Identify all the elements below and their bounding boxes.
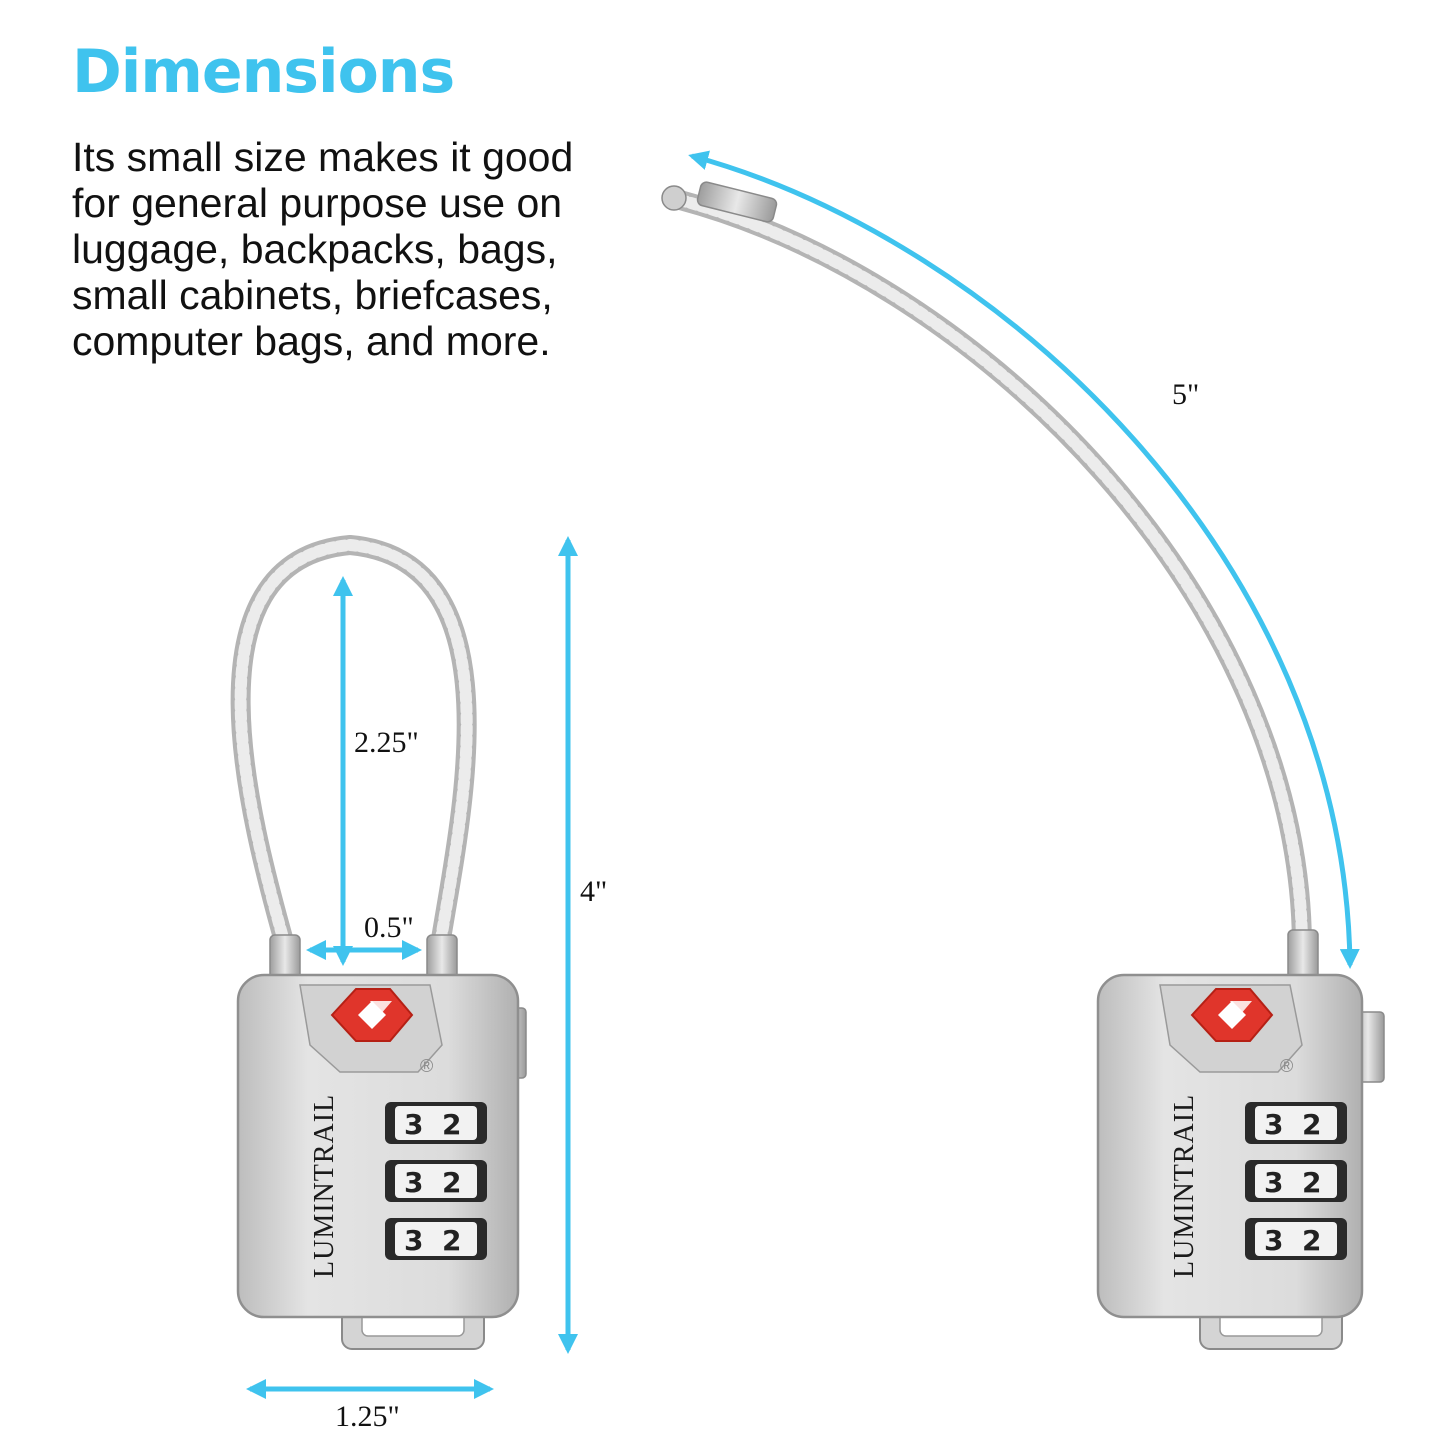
registered-mark: ® [420,1056,433,1076]
dial-digit: 2 [1302,1166,1321,1199]
dial-digit: 2 [442,1224,461,1257]
cable-gap-label: 0.5" [364,911,414,944]
dial-digit: 3 [1264,1166,1283,1199]
dial-digit: 2 [442,1108,461,1141]
cable-length-label: 5" [1172,378,1199,411]
dial-digit: 2 [1302,1224,1321,1257]
body-width-label: 1.25" [335,1400,400,1433]
total-height-label: 4" [580,875,607,908]
tsa-logo-icon [1190,988,1274,1042]
dial-digit: 3 [1264,1224,1283,1257]
dial-digit: 2 [1302,1108,1321,1141]
cable-height-label: 2.25" [354,726,419,759]
lock-open: ® LUMINTRAIL 3 2 3 2 3 2 [661,181,1385,1350]
page-title: Dimensions [72,37,455,107]
description-text: Its small size makes it good for general… [72,134,574,364]
brand-label: LUMINTRAIL [1169,1094,1200,1278]
dial-digit: 3 [404,1166,423,1199]
dial-digit: 3 [1264,1108,1283,1141]
combination-dials: 3 2 3 2 3 2 [385,1102,487,1260]
dimension-arrows [246,150,1360,1399]
registered-mark: ® [1280,1056,1293,1076]
brand-label: LUMINTRAIL [309,1094,340,1278]
lock-closed: ® LUMINTRAIL 3 2 3 2 3 2 [230,534,527,1350]
combination-dials: 3 2 3 2 3 2 [1245,1102,1347,1260]
cable-extended [670,190,1312,955]
dial-digit: 3 [404,1108,423,1141]
cable-length-arrow [688,150,1360,969]
dial-digit: 2 [442,1166,461,1199]
tsa-logo-icon [330,988,414,1042]
dial-digit: 3 [404,1224,423,1257]
